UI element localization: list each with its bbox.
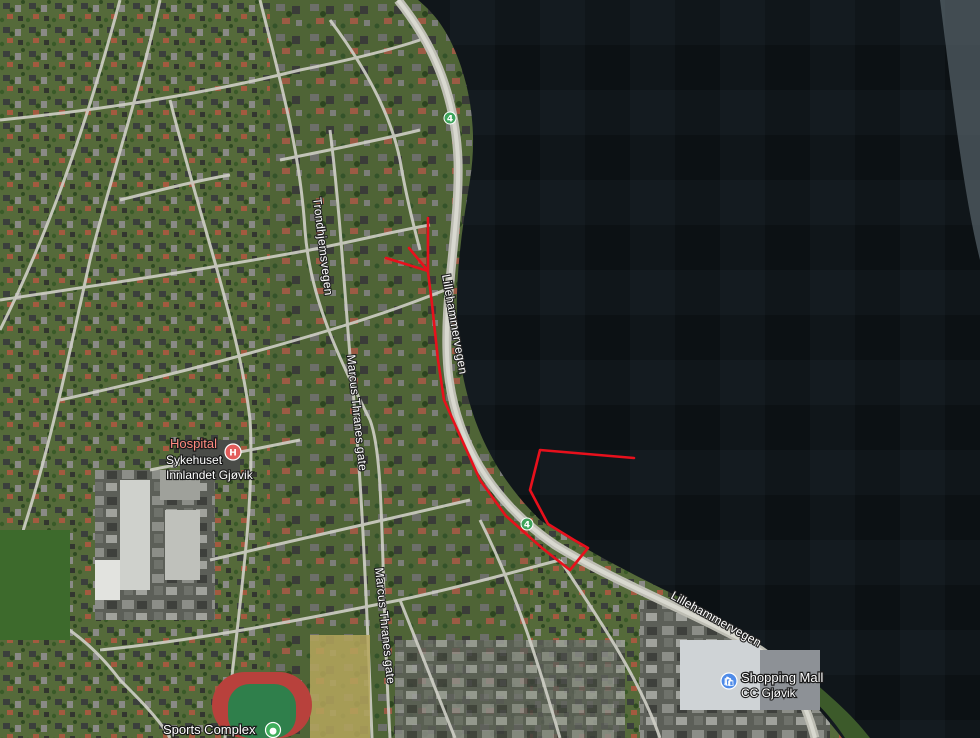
hospital-icon: H bbox=[224, 443, 242, 461]
road-shield-icon: 4 bbox=[520, 517, 534, 531]
svg-text:🛍: 🛍 bbox=[723, 676, 734, 688]
sports-icon: ● bbox=[264, 721, 282, 738]
lake-shore-tint bbox=[940, 0, 980, 260]
poi-mall-name: Shopping Mall bbox=[741, 670, 823, 685]
local-road-network bbox=[0, 0, 662, 738]
poi-mall-line1: CC Gjøvik bbox=[741, 686, 797, 700]
svg-text:H: H bbox=[229, 449, 237, 459]
mall-parking bbox=[760, 650, 820, 710]
svg-text:4: 4 bbox=[447, 115, 453, 125]
red-route-path bbox=[384, 216, 636, 572]
svg-text:4: 4 bbox=[524, 521, 530, 531]
road-shield-icon: 4 bbox=[443, 111, 457, 125]
poi-hospital-line2: Innlandet Gjøvik bbox=[166, 468, 254, 482]
green-field bbox=[0, 530, 70, 640]
sports-complex-area bbox=[212, 635, 370, 738]
mall-roof bbox=[680, 640, 760, 710]
poi-hospital-line1: Sykehuset bbox=[166, 453, 223, 467]
svg-text:●: ● bbox=[269, 727, 277, 737]
poi-hospital-name: Hospital bbox=[170, 436, 217, 451]
residential-south bbox=[395, 640, 625, 738]
lake-mjosa bbox=[418, 0, 980, 738]
poi-sports-name: Sports Complex bbox=[163, 722, 256, 737]
poi-sports-complex[interactable]: Sports Complex ● bbox=[162, 721, 282, 738]
shopping-bag-icon: 🛍 bbox=[720, 672, 738, 690]
hospital-complex bbox=[95, 440, 240, 600]
poi-hospital[interactable]: Hospital Sykehuset Innlandet Gjøvik H bbox=[165, 435, 255, 483]
poi-shopping-mall[interactable]: 🛍 Shopping Mall CC Gjøvik bbox=[720, 669, 825, 701]
